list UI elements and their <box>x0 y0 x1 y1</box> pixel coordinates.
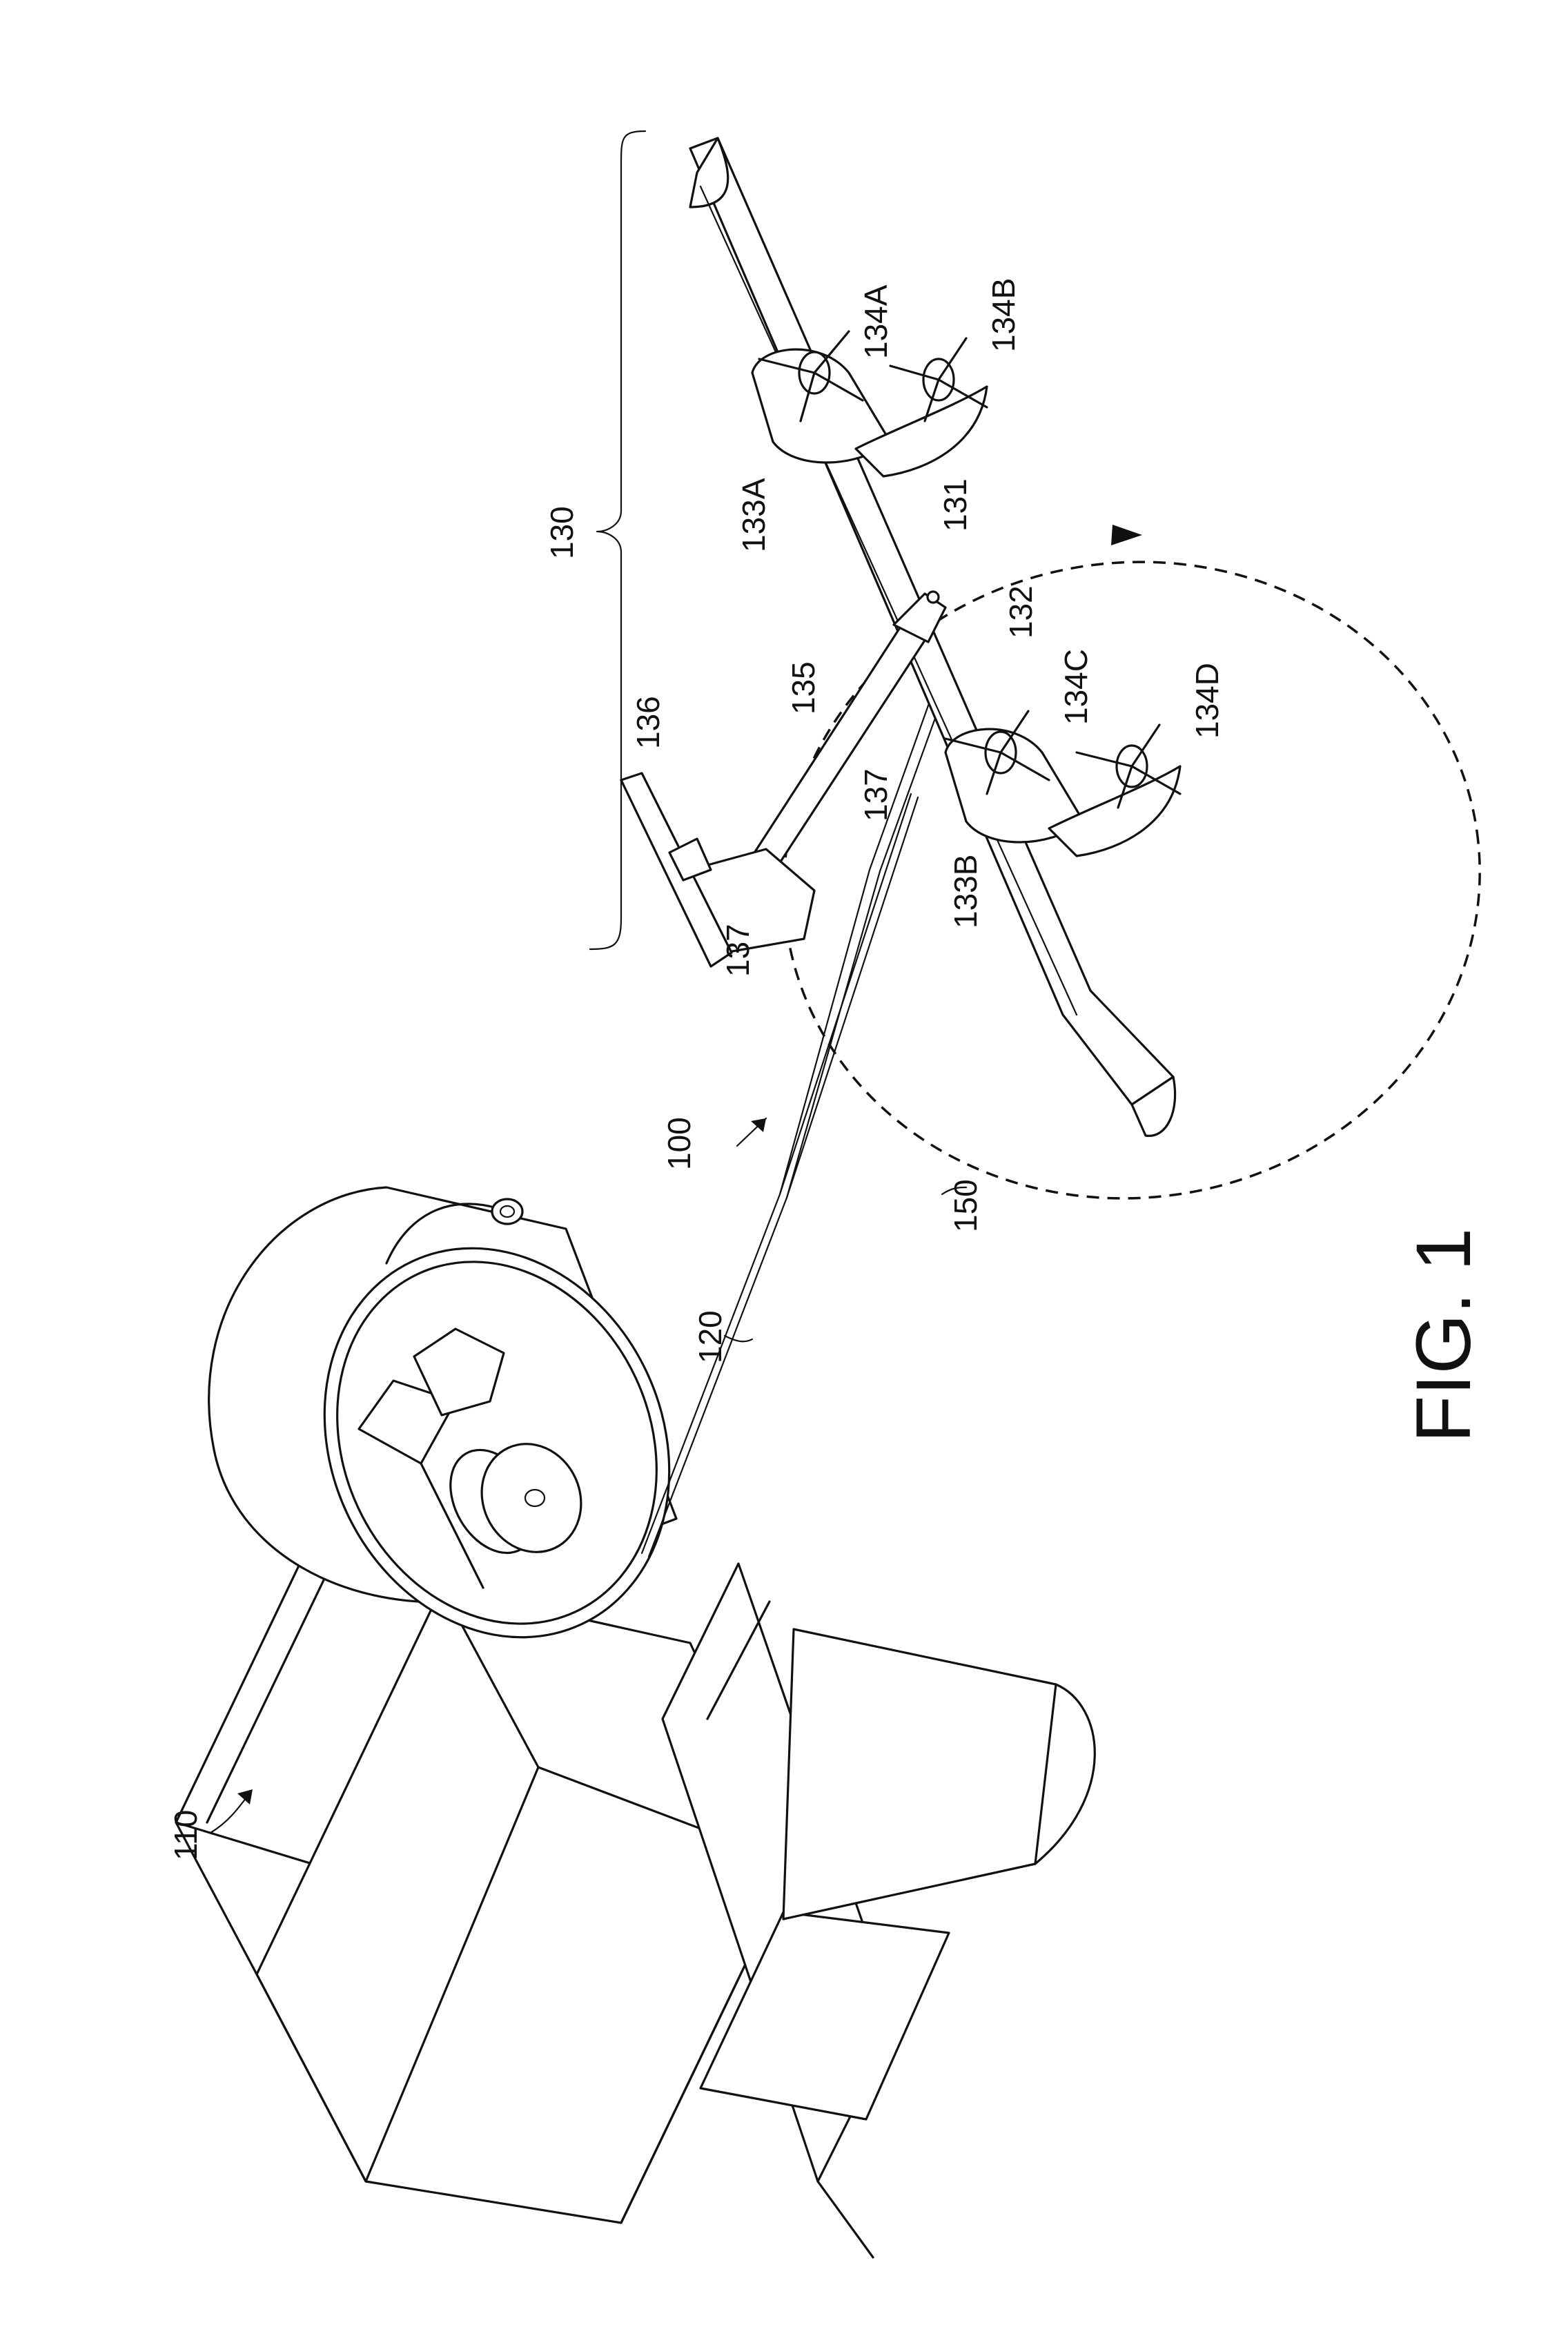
label-tether: 120 <box>692 1310 728 1363</box>
label-rotor-d: 134D <box>1189 663 1225 739</box>
label-flight-path: 150 <box>948 1179 983 1232</box>
label-tail-wing: 136 <box>630 696 666 749</box>
label-pylon-b: 133B <box>948 855 983 928</box>
tether <box>642 607 949 1557</box>
label-aerial-vehicle: 130 <box>544 506 580 559</box>
label-fuselage: 135 <box>785 661 821 714</box>
label-vertical-stabilizer-upper: 137 <box>858 768 894 821</box>
figure-caption: FIG. 1 <box>1400 1228 1487 1443</box>
label-tether-attachment: 132 <box>1003 585 1039 639</box>
label-pylon-a: 133A <box>736 478 772 552</box>
flight-path <box>743 517 1521 1243</box>
aerial-vehicle <box>621 138 1180 1136</box>
tether-leader <box>725 1336 752 1341</box>
reference-labels: 100 110 120 130 131 132 133A 133B 134A 1… <box>168 278 1225 1860</box>
label-ground-station: 110 <box>168 1810 204 1860</box>
label-rotor-a: 134A <box>858 284 894 359</box>
label-rotor-c: 134C <box>1058 649 1094 725</box>
label-main-wing: 131 <box>937 478 973 532</box>
label-vertical-stabilizer-lower: 137 <box>720 924 756 977</box>
label-rotor-b: 134B <box>986 278 1021 352</box>
label-system: 100 <box>661 1117 697 1170</box>
aerial-vehicle-brace <box>590 131 645 949</box>
station-arrow <box>210 1795 248 1833</box>
ground-station <box>176 1187 1095 2257</box>
